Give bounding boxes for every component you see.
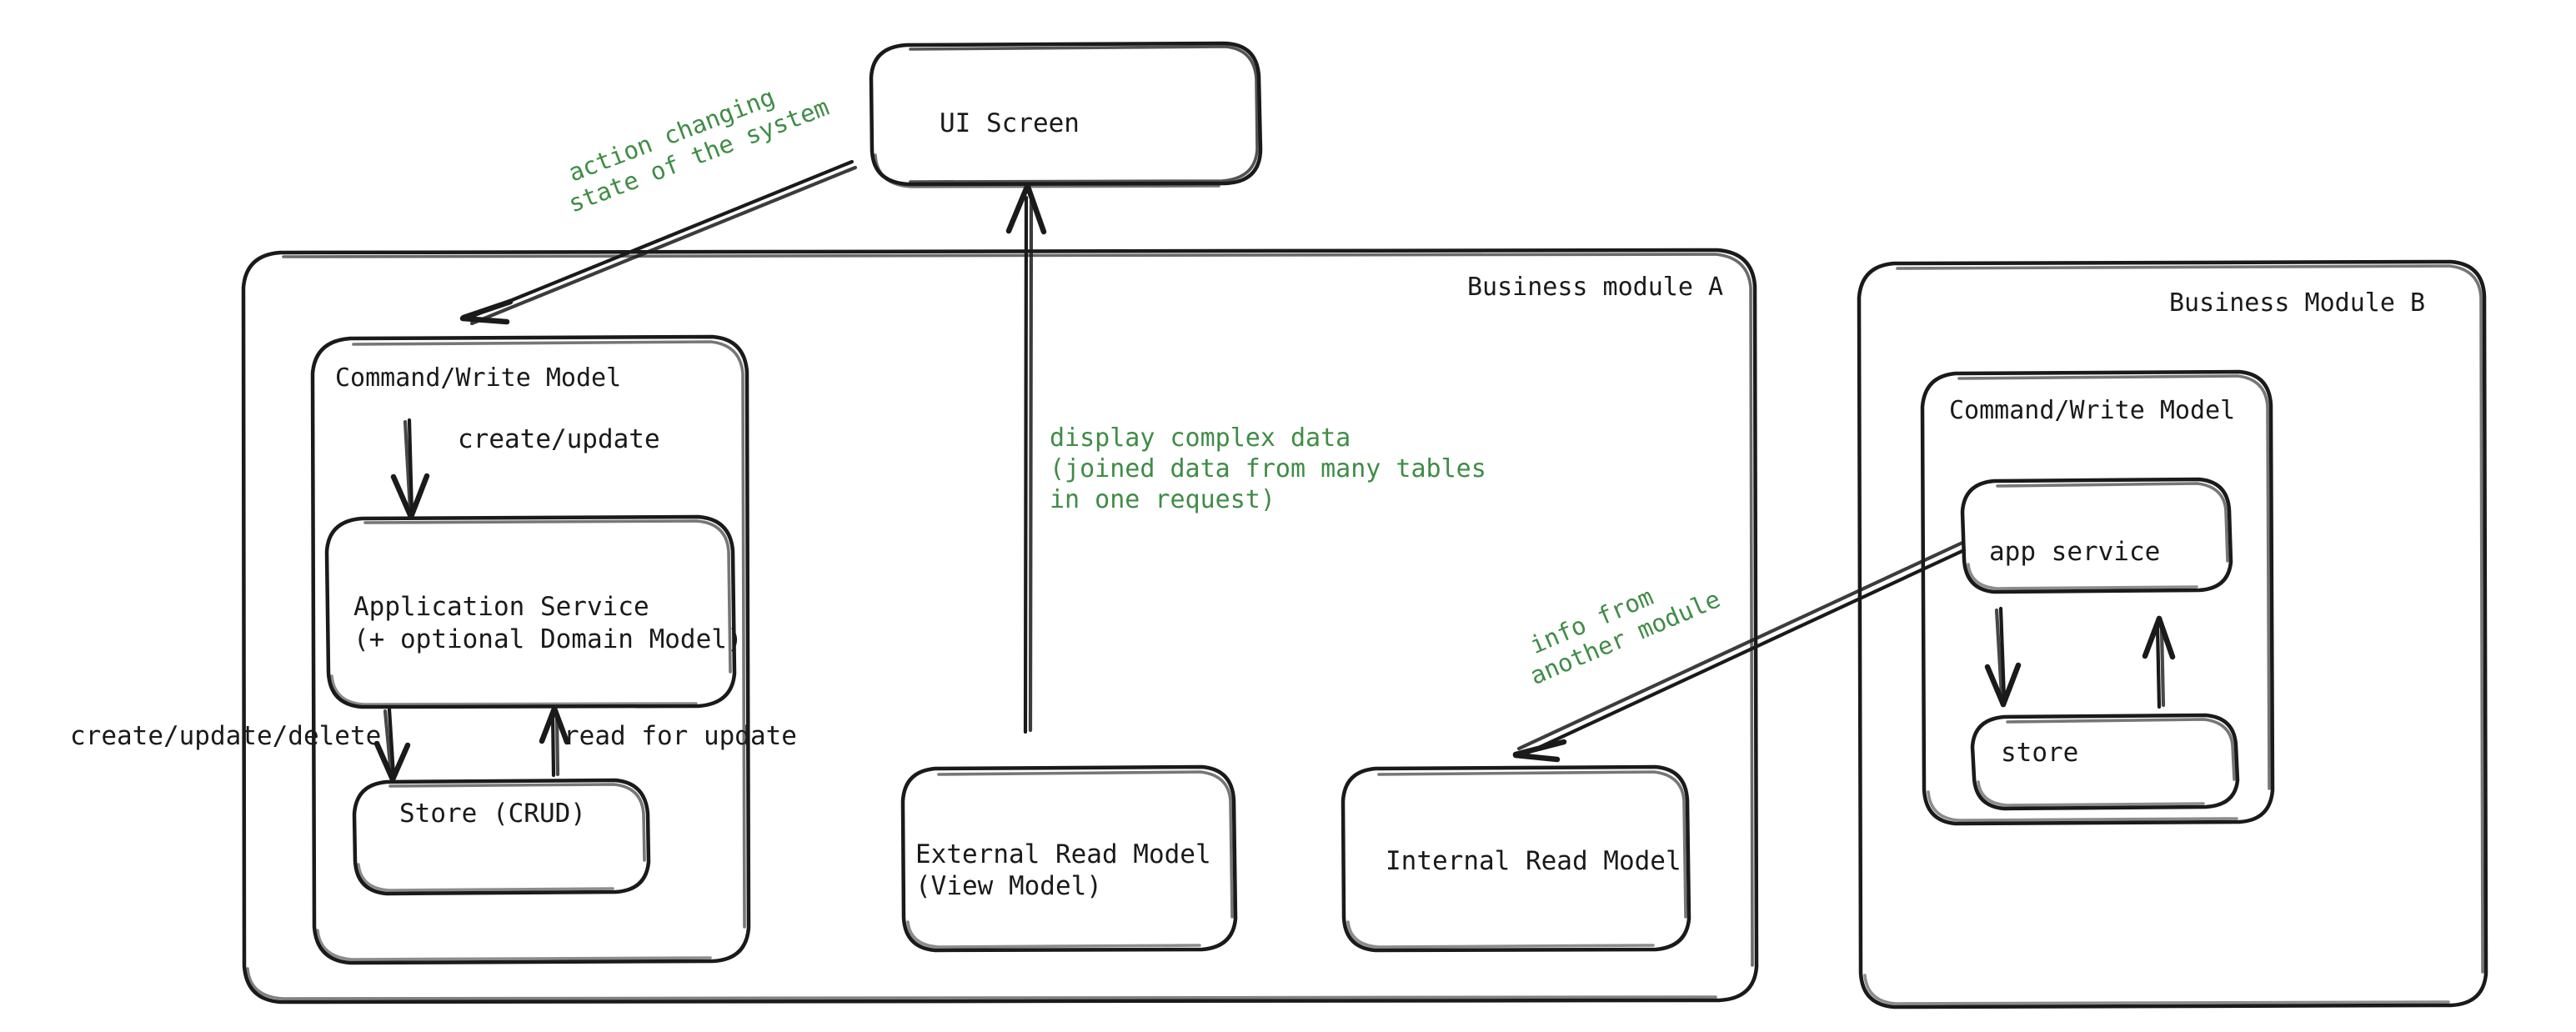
internal-read-model-box[interactable] <box>1341 764 1691 953</box>
annotation-display-complex-line1: display complex data <box>1050 423 1351 453</box>
business-module-b-container[interactable] <box>1857 259 2488 1009</box>
module-b-app-service-label: app service <box>1989 537 2161 567</box>
arrow-create-update-delete <box>373 707 411 783</box>
arrow-info-from-another-module <box>1512 540 1967 763</box>
external-read-model-label-line1: External Read Model <box>915 839 1211 869</box>
application-service-box[interactable] <box>324 514 737 709</box>
application-service-label-line1: Application Service <box>353 592 649 622</box>
create-update-delete-label: create/update/delete <box>70 721 382 751</box>
arrow-read-for-update <box>539 705 570 778</box>
business-module-b-title: Business Module B <box>2169 288 2426 318</box>
module-b-write-model-box[interactable] <box>1920 369 2275 826</box>
internal-read-model-label: Internal Read Model <box>1386 846 1681 876</box>
business-module-a-title: Business module A <box>1467 273 1724 302</box>
ui-screen-box[interactable] <box>869 41 1263 188</box>
module-a-write-model-label: Command/Write Model <box>335 363 622 393</box>
annotation-display-complex-line2: (joined data from many tables <box>1050 454 1486 483</box>
arrow-module-b-read <box>2142 615 2176 709</box>
module-b-write-model-label: Command/Write Model <box>1949 396 2236 425</box>
external-read-model-box[interactable] <box>900 764 1238 953</box>
business-module-a-container[interactable] <box>241 248 1759 1004</box>
module-b-app-service-box[interactable] <box>1960 477 2233 594</box>
external-read-model-label-line2: (View Model) <box>915 871 1102 901</box>
create-update-label: create/update <box>458 424 660 454</box>
annotation-display-complex-line3: in one request) <box>1050 485 1275 514</box>
arrow-action-changing-state <box>459 159 858 326</box>
arrow-display-complex-data <box>1005 183 1047 734</box>
arrow-module-b-write <box>1984 606 2022 708</box>
module-b-store-label: store <box>2001 738 2079 768</box>
module-b-store-box[interactable] <box>1970 713 2240 811</box>
arrow-create-update <box>390 418 430 520</box>
read-for-update-label: read for update <box>564 721 797 751</box>
ui-screen-label: UI Screen <box>940 108 1080 138</box>
module-a-store-box[interactable] <box>352 778 651 896</box>
application-service-label-line2: (+ optional Domain Model) <box>353 624 743 654</box>
module-a-write-model-box[interactable] <box>310 334 751 965</box>
module-a-store-label: Store (CRUD) <box>399 799 586 829</box>
